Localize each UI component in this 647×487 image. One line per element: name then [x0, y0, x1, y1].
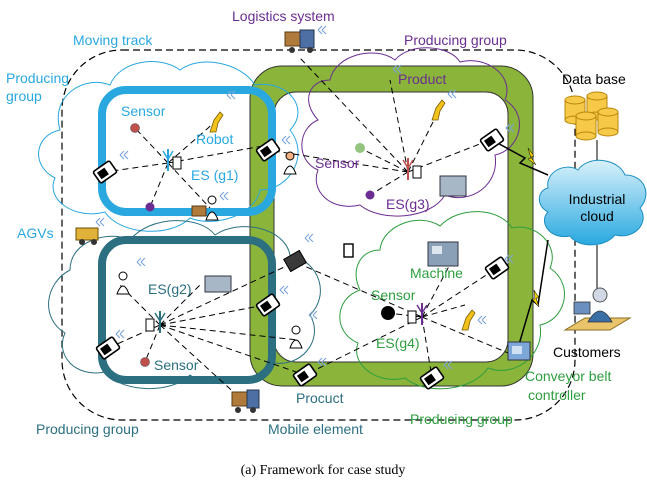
sensor-dot [140, 357, 150, 367]
robot-arm-icon [209, 99, 476, 331]
figure-caption: (a) Framework for case study [241, 463, 406, 478]
database-icon [564, 91, 619, 141]
database-label: Data base [562, 71, 626, 87]
mobile-agv-icon [283, 249, 307, 273]
wifi-icon [115, 329, 125, 339]
moving-track-label: Moving track [73, 32, 153, 48]
conveyor-controller-icon [507, 341, 531, 361]
worker-with-box-icon [191, 195, 219, 221]
robot-label: Robot [196, 131, 233, 147]
lightning-bolt-icon [527, 147, 537, 166]
agvs-label: AGVs [17, 225, 54, 241]
sensor-dot [145, 202, 155, 212]
machine-label: Machine [410, 265, 463, 281]
cloud-g4 [339, 211, 565, 390]
wifi-icon [317, 25, 327, 35]
industrial-cloud-label-2: cloud [580, 208, 613, 224]
moving-track-boundary [61, 49, 576, 421]
wifi-icon [95, 217, 105, 227]
green-track-inner [273, 91, 509, 363]
sensor-g3-label: Sensor [315, 155, 360, 171]
customer-workstation-icon [563, 287, 632, 331]
sensor-dot [130, 123, 140, 133]
sensor-g4-label: Sensor [371, 287, 416, 303]
sensor-dot [365, 190, 375, 200]
sensor-dot [381, 306, 395, 320]
producing-group-label-bl: Producing group [36, 421, 139, 437]
procuct-label: Procuct [296, 390, 344, 406]
producing-group-label-tr: Producing group [404, 32, 507, 48]
industrial-cloud [538, 159, 647, 246]
lightning-bolt-icon [531, 289, 540, 308]
es-g2-label: ES(g2) [148, 281, 192, 297]
worker-icon [116, 151, 303, 349]
edge-server-g2-icon [145, 311, 166, 333]
producing-group-label-tl-1: Producing [6, 70, 69, 86]
sensor-dot [355, 143, 365, 153]
industrial-cloud-label-1: Industrial [569, 191, 626, 207]
cloud-g2 [48, 220, 321, 390]
sensor-g2-label: Sensor [154, 357, 199, 373]
product-label-top: Product [398, 71, 446, 87]
edge-server-g4-icon [407, 303, 428, 325]
producing-group-label-br: Producing group [410, 411, 513, 427]
machine-icon [204, 175, 467, 293]
conveyor-label-1: Conveyor belt [525, 368, 611, 384]
sensor-g1-label: Sensor [121, 103, 166, 119]
es-g3-label: ES(g3) [386, 196, 430, 212]
edge-server-g1-icon [162, 149, 182, 171]
mobile-element-label: Mobile element [268, 421, 363, 437]
es-g1-label: ES (g1) [191, 167, 238, 183]
agv-vehicle-icon [75, 227, 99, 245]
es-g4-label: ES(g4) [376, 335, 420, 351]
producing-group-label-tl-2: group [6, 88, 42, 104]
mobile-device-icon [343, 243, 354, 258]
conveyor-label-2: controller [528, 387, 586, 403]
logistics-label: Logistics system [232, 8, 335, 24]
cloud-g3 [301, 47, 520, 217]
customers-label: Customers [553, 344, 621, 360]
agv-vehicle-icon [231, 389, 260, 413]
wifi-icon [136, 257, 146, 267]
edge-server-g3-icon [402, 158, 422, 180]
logistics-agv-icon [284, 29, 315, 53]
